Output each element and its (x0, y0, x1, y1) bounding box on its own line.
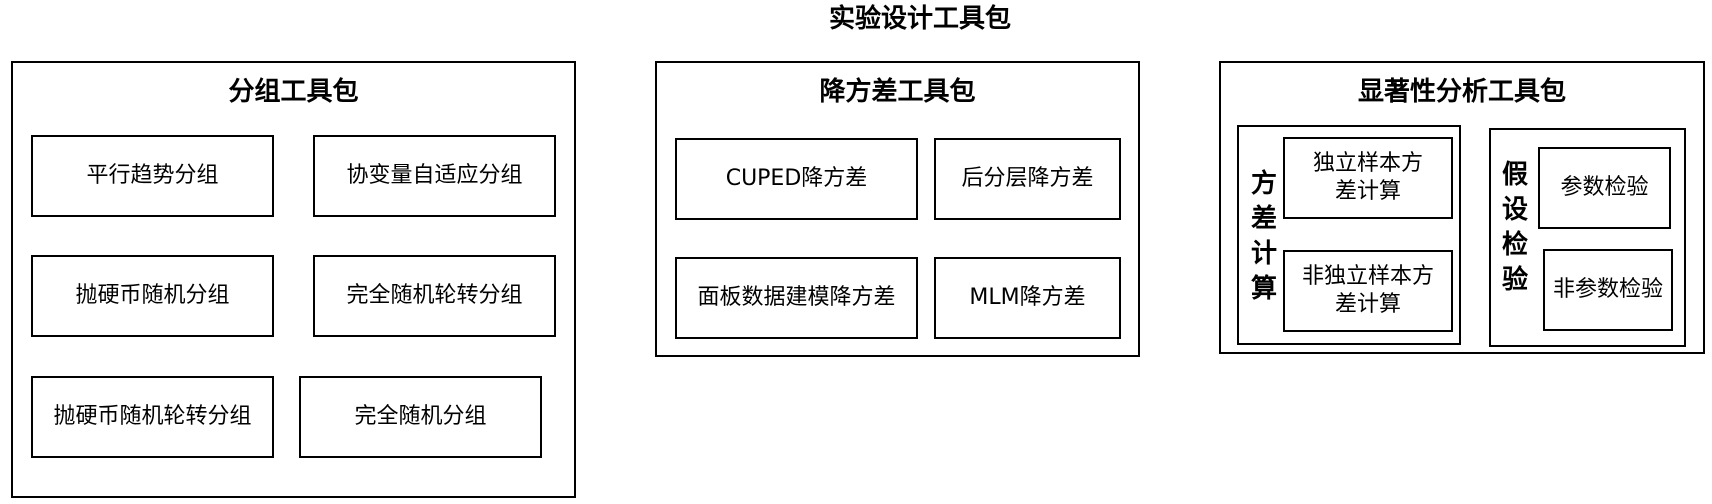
post-stratification-variance-reduction: 后分层降方差 (934, 138, 1121, 220)
variance-calculation-label: 方差计算 (1250, 169, 1277, 304)
hypothesis-test-label: 假设检验 (1501, 160, 1528, 295)
variance-calculation-group: 方差计算 独立样本方差计算 非独立样本方差计算 (1237, 125, 1461, 345)
complete-random-rotation-grouping: 完全随机轮转分组 (313, 255, 556, 337)
covariate-adaptive-grouping: 协变量自适应分组 (313, 135, 556, 217)
significance-toolkit: 显著性分析工具包 方差计算 独立样本方差计算 非独立样本方差计算 假设检验 参数… (1219, 61, 1705, 354)
parametric-test: 参数检验 (1538, 147, 1671, 229)
panel-data-modeling-variance-reduction: 面板数据建模降方差 (675, 257, 918, 339)
grouping-toolkit: 分组工具包 平行趋势分组 协变量自适应分组 抛硬币随机分组 完全随机轮转分组 抛… (11, 61, 576, 498)
variance-reduction-toolkit-title: 降方差工具包 (819, 77, 976, 107)
complete-random-grouping: 完全随机分组 (299, 376, 542, 458)
parallel-trend-grouping: 平行趋势分组 (31, 135, 274, 217)
non-parametric-test: 非参数检验 (1543, 249, 1673, 331)
coin-flip-random-grouping: 抛硬币随机分组 (31, 255, 274, 337)
mlm-variance-reduction: MLM降方差 (934, 257, 1121, 339)
grouping-toolkit-title: 分组工具包 (228, 77, 359, 107)
dependent-sample-variance-calc: 非独立样本方差计算 (1283, 250, 1453, 332)
hypothesis-test-group: 假设检验 参数检验 非参数检验 (1489, 128, 1686, 347)
variance-reduction-toolkit: 降方差工具包 CUPED降方差 后分层降方差 面板数据建模降方差 MLM降方差 (655, 61, 1140, 357)
cuped-variance-reduction: CUPED降方差 (675, 138, 918, 220)
significance-toolkit-title: 显著性分析工具包 (1357, 77, 1566, 107)
diagram-title: 实验设计工具包 (828, 4, 1011, 34)
coin-flip-random-rotation-grouping: 抛硬币随机轮转分组 (31, 376, 274, 458)
independent-sample-variance-calc: 独立样本方差计算 (1283, 137, 1453, 219)
